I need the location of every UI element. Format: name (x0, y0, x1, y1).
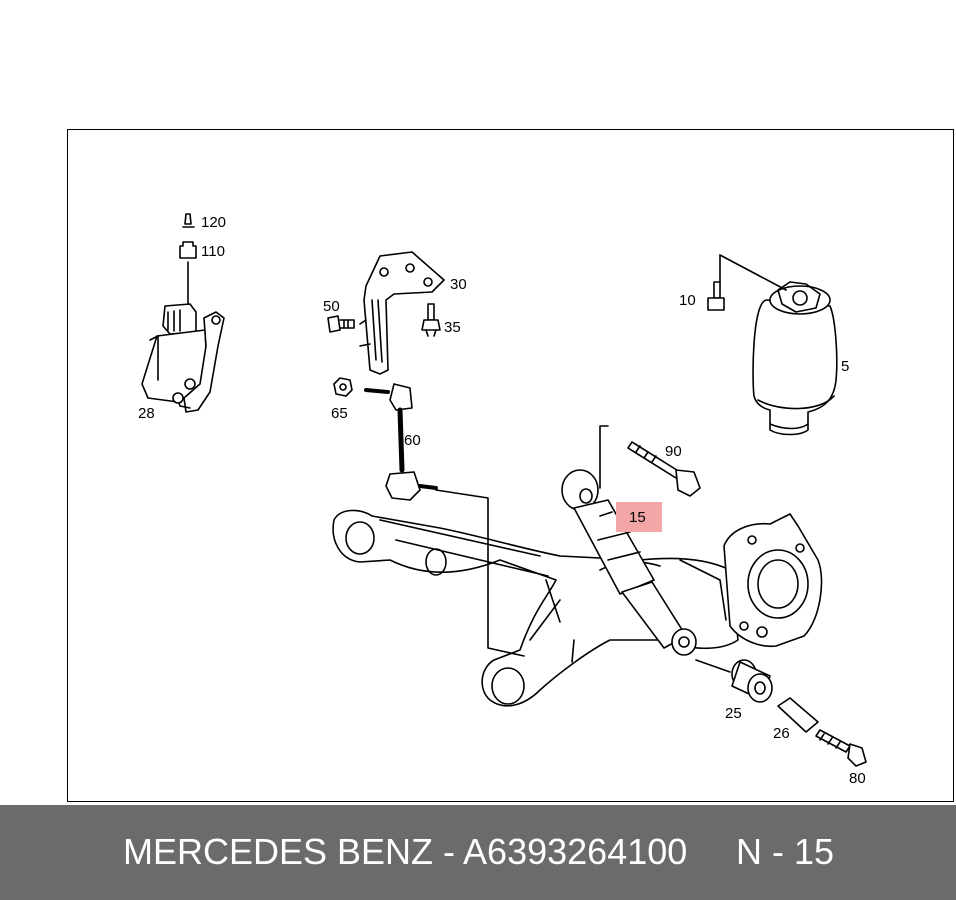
link-rod-drawing (364, 383, 438, 501)
callout-120[interactable]: 120 (201, 214, 226, 231)
leader-lines (435, 489, 525, 657)
bushing-drawing (695, 659, 773, 703)
connector-plug-icon (179, 241, 197, 259)
bolt-drawing (815, 729, 867, 767)
bolt-drawing (707, 254, 787, 311)
bracket-drawing (359, 251, 445, 375)
callout-5[interactable]: 5 (841, 358, 849, 375)
callout-80[interactable]: 80 (849, 770, 866, 787)
callout-30[interactable]: 30 (450, 276, 467, 293)
callout-110[interactable]: 110 (201, 243, 225, 260)
bolt-drawing (599, 425, 701, 497)
callout-50[interactable]: 50 (323, 298, 340, 315)
wheel-carrier-drawing (723, 513, 823, 648)
callout-25[interactable]: 25 (725, 705, 742, 722)
callout-65[interactable]: 65 (331, 405, 348, 422)
parts-diagram: 120 110 30 50 35 10 5 28 65 60 90 15 25 … (138, 213, 867, 787)
callout-90[interactable]: 90 (665, 443, 682, 460)
air-spring-drawing (752, 281, 838, 436)
sleeve-drawing (777, 697, 819, 733)
subframe-drawing (332, 509, 739, 707)
footer-bar: MERCEDES BENZ - A6393264100 N - 15 (0, 805, 956, 900)
nut-drawing (333, 377, 353, 397)
stud-drawing (421, 303, 441, 337)
callout-35[interactable]: 35 (444, 319, 461, 336)
callout-highlight-15 (616, 502, 662, 532)
level-sensor-drawing (141, 261, 225, 413)
footer-part-number: MERCEDES BENZ - A6393264100 (123, 831, 688, 872)
connector-pin-icon (182, 213, 195, 228)
bolt-drawing (327, 315, 355, 333)
callout-labels: 120 110 30 50 35 10 5 28 65 60 90 15 25 … (138, 214, 866, 787)
callout-28[interactable]: 28 (138, 405, 155, 422)
callout-15[interactable]: 15 (629, 509, 646, 526)
callout-26[interactable]: 26 (773, 725, 790, 742)
callout-10[interactable]: 10 (679, 292, 696, 309)
shock-absorber-drawing (561, 469, 697, 656)
footer-position-number: N - 15 (736, 831, 835, 872)
callout-60[interactable]: 60 (404, 432, 421, 449)
